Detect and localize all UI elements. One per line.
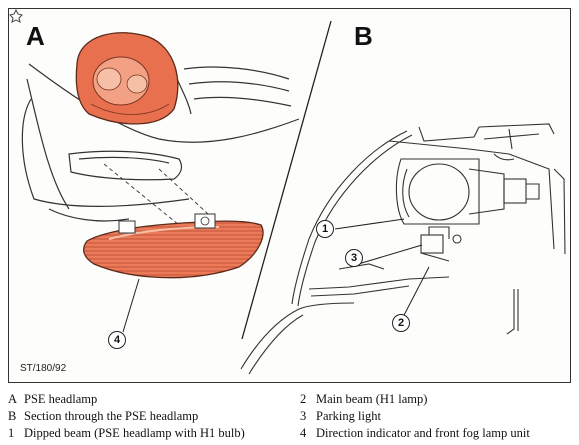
- panel-divider: [241, 20, 332, 340]
- illustration-figure: A B 1 2 3 4 ST/180/92: [8, 8, 571, 383]
- legend-column-right: 2 Main beam (H1 lamp) 3 Parking light 4 Dir…: [300, 391, 530, 442]
- legend-item: B Section through the PSE headlamp: [8, 408, 245, 425]
- assembly-guide-lines: [103, 163, 220, 230]
- legend-key: 2: [300, 392, 307, 406]
- publisher-logo-icon: [9, 9, 23, 23]
- callout-2: 2: [392, 314, 410, 332]
- legend-item: A PSE headlamp: [8, 391, 245, 408]
- legend-item: 2 Main beam (H1 lamp): [300, 391, 530, 408]
- figure-reference-code: ST/180/92: [20, 363, 67, 374]
- legend-text: Main beam (H1 lamp): [316, 392, 428, 406]
- leader-line-1: [334, 218, 405, 230]
- legend-key: A: [8, 392, 18, 406]
- legend-key: B: [8, 409, 17, 423]
- legend-item: 1 Dipped beam (PSE headlamp with H1 bulb): [8, 425, 245, 442]
- legend-key: 1: [8, 426, 15, 440]
- callout-3: 3: [345, 249, 363, 267]
- callout-1: 1: [316, 220, 334, 238]
- legend-item: 3 Parking light: [300, 408, 530, 425]
- indicator-fog-lamp-illustration: [83, 213, 264, 279]
- headlamp-section-outline: [240, 123, 566, 375]
- legend-key: 3: [300, 409, 307, 423]
- legend-text: Direction indicator and front fog lamp u…: [316, 426, 530, 440]
- panel-b-label: B: [354, 21, 373, 51]
- leader-line-2: [400, 266, 430, 322]
- leader-line-4: [122, 278, 140, 333]
- illustration-drawing: [21, 20, 566, 375]
- legend-text: Parking light: [316, 409, 381, 423]
- legend-text: Dipped beam (PSE headlamp with H1 bulb): [24, 426, 245, 440]
- legend-key: 4: [300, 426, 307, 440]
- legend-item: 4 Direction indicator and front fog lamp …: [300, 425, 530, 442]
- legend-text: Section through the PSE headlamp: [24, 409, 199, 423]
- legend-column-left: A PSE headlamp B Section through the PSE h…: [8, 391, 245, 442]
- car-front-outline: [21, 63, 300, 222]
- headlamp-illustration: [75, 32, 179, 125]
- panel-a-label: A: [26, 21, 45, 51]
- legend-text: PSE headlamp: [24, 392, 98, 406]
- leader-line-3: [354, 244, 423, 266]
- callout-4: 4: [108, 331, 126, 349]
